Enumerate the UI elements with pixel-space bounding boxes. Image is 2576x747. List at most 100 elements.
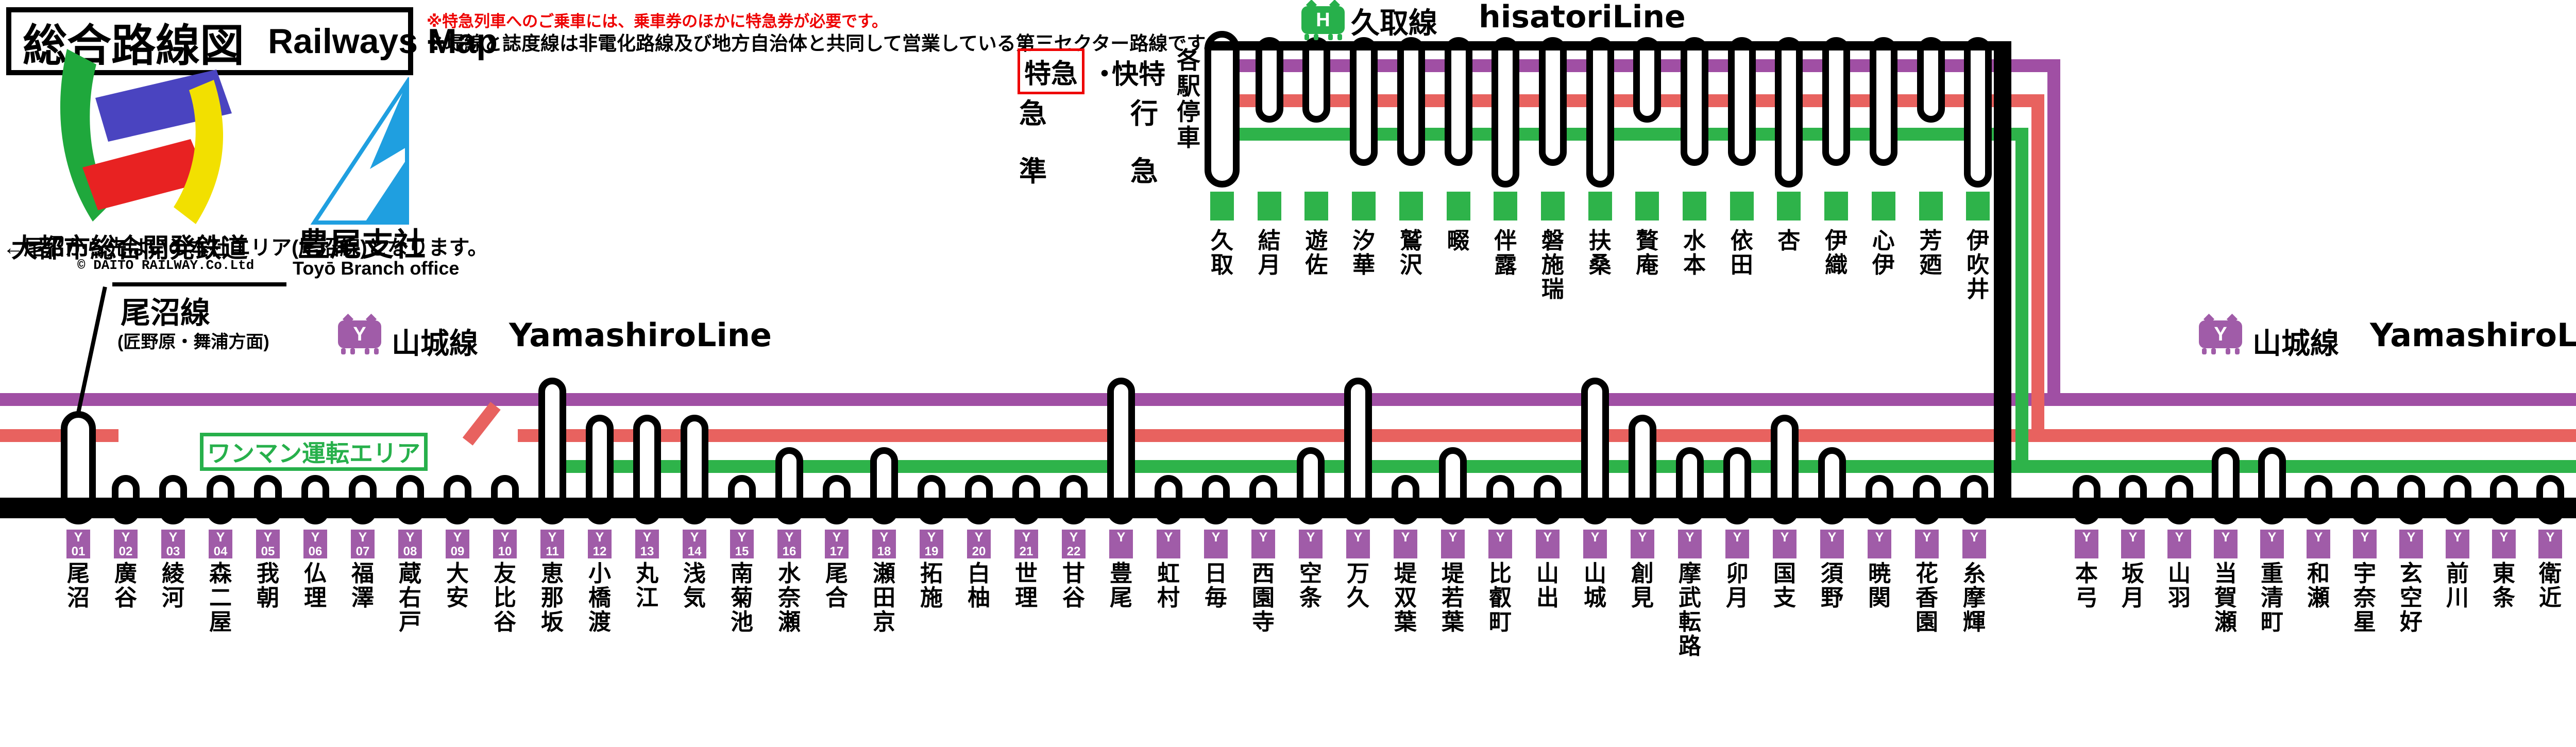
station-name: 結月: [1258, 228, 1281, 278]
station-name: 当賀瀬: [2214, 561, 2237, 635]
station-mark: [1964, 37, 1992, 188]
station-mark: [1255, 37, 1283, 123]
station-name: 心伊: [1872, 228, 1895, 278]
legend-semi-express: 準: [1019, 156, 1047, 187]
station-name: 仏理: [304, 561, 327, 610]
station-name: 伴露: [1494, 228, 1517, 278]
station-name: 虹村: [1157, 561, 1180, 610]
railway-line: [1994, 41, 2011, 518]
station-square: [1683, 192, 1706, 220]
station-name: 糸摩輝: [1963, 561, 1986, 635]
green-service-line: [564, 460, 2576, 473]
onuma-area-note: ←尾沼から先はいの本社エリア(尾沼線)となります。: [3, 236, 488, 259]
wheel-icon: [1314, 34, 1318, 40]
station-number-badge: Y: [1488, 530, 1512, 558]
station-number-badge: Y: [2075, 530, 2098, 558]
station-mark: [1727, 37, 1756, 166]
station-name: 遊佐: [1305, 228, 1328, 278]
station-name: 尾合: [825, 561, 848, 610]
station-name: 畷: [1447, 228, 1470, 253]
hisatori-line-label-en: hisatoriLine: [1479, 0, 1686, 35]
station-number-badge: Y: [1583, 530, 1607, 558]
station-name: 大安: [446, 561, 469, 610]
station-square: [1446, 192, 1470, 220]
station-name: 堤若葉: [1442, 561, 1464, 635]
station-number-badge: Y: [2399, 530, 2423, 558]
station-name: 瀬田京: [873, 561, 895, 635]
station-mark: [1397, 37, 1425, 166]
station-name: 伊吹井: [1967, 228, 1990, 302]
station-mark: [1681, 37, 1708, 166]
station-number-badge: Y: [2260, 530, 2284, 558]
onuma-line-name: 尾沼線: [121, 296, 211, 330]
station-number-badge: Y: [1204, 530, 1228, 558]
station-square: [1966, 192, 1990, 220]
station-name: 創見: [1631, 561, 1654, 610]
station-number-badge: Y: [1157, 530, 1180, 558]
wheel-icon: [2226, 348, 2230, 354]
station-number-badge: Y: [1868, 530, 1891, 558]
station-mark: [1822, 37, 1851, 166]
yamashiro-train-logo: Y: [338, 313, 381, 354]
station-number-badge: Y: [1109, 530, 1133, 558]
wheel-icon: [1337, 34, 1342, 40]
yamashiro-train-logo: Y: [2199, 313, 2242, 354]
onuma-line-direction: (匠野原・舞浦方面): [117, 332, 269, 352]
station-mark: [1869, 37, 1897, 166]
red-service-line: [462, 402, 501, 446]
station-number-badge: Y: [1820, 530, 1844, 558]
station-name: 友比谷: [494, 561, 516, 635]
station-square: [1588, 192, 1612, 220]
wheel-icon: [1304, 34, 1309, 40]
station-mark: [1775, 37, 1803, 188]
wheel-icon: [1328, 34, 1333, 40]
station-name: 水奈瀬: [778, 561, 801, 635]
red-service-line: [518, 429, 2576, 442]
red-service-line: [2031, 107, 2044, 442]
wheel-icon: [2202, 348, 2207, 354]
station-name: 小橋渡: [588, 561, 611, 635]
station-square: [1257, 192, 1281, 220]
station-name: 森二屋: [209, 561, 232, 635]
station-square: [1352, 192, 1376, 220]
red-service-line: [1211, 94, 2044, 107]
yamashiro-line-label-2: 山城線: [2252, 327, 2339, 360]
wheel-icon: [365, 348, 369, 354]
wheel-icon: [341, 348, 346, 354]
station-number-badge: Y: [1678, 530, 1702, 558]
green-service-line: [2015, 141, 2028, 473]
station-number-badge: Y: [1725, 530, 1749, 558]
station-square: [1777, 192, 1801, 220]
station-name: 空条: [1299, 561, 1322, 610]
purple-service-line: [0, 393, 2576, 406]
station-square: [1730, 192, 1754, 220]
station-name: 廣谷: [114, 561, 137, 610]
station-square: [1399, 192, 1423, 220]
station-name: 前川: [2446, 561, 2469, 610]
station-name: 蔵右戸: [399, 561, 421, 635]
station-mark: [1444, 37, 1472, 166]
station-name: 須野: [1821, 561, 1843, 610]
station-name: 卯月: [1726, 561, 1749, 610]
legend-local: 各駅停車: [1177, 47, 1200, 151]
station-name: 尾沼: [67, 561, 90, 610]
station-name: 依田: [1730, 228, 1753, 278]
oneman-area-box-left: ワンマン運転エリア: [200, 433, 428, 471]
station-square: [1304, 192, 1329, 220]
station-number-badge: Y: [1773, 530, 1797, 558]
company-name: 大都市総合開発鉄道: [11, 233, 248, 263]
station-number-badge: Y: [2492, 530, 2516, 558]
station-number-badge: Y: [1962, 530, 1986, 558]
branch-office-name-en: Toyō Branch office: [293, 258, 460, 279]
purple-service-line: [2047, 72, 2060, 406]
note-third-sector: ※堤線と誌度線は非電化路線及び地方自治体と共同して営業している第三セクター路線で…: [427, 33, 1223, 54]
station-mark: [1350, 37, 1378, 166]
